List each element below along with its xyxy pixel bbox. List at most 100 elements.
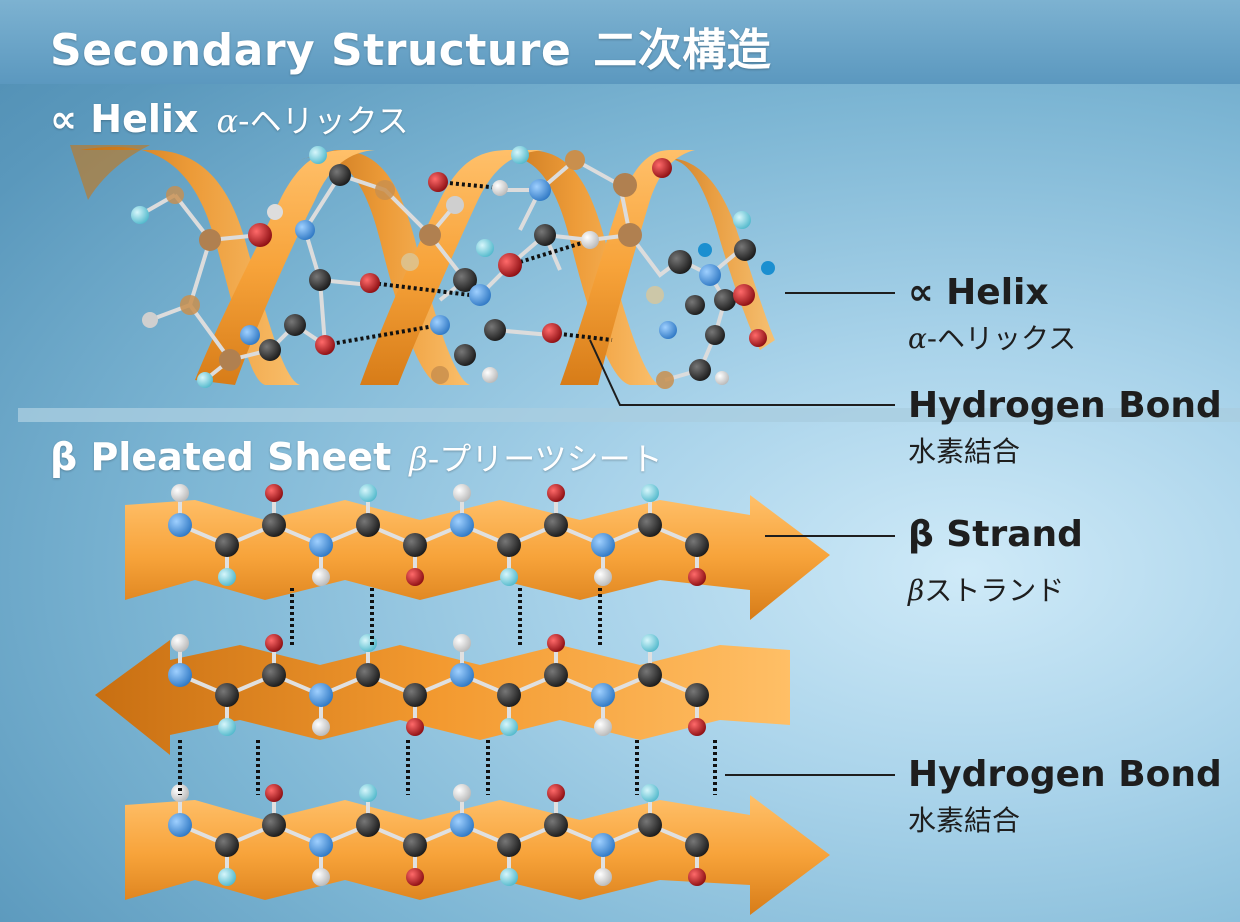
helix-heading-jp-text: -ヘリックス [238, 102, 409, 140]
substituent-atom [453, 634, 471, 652]
substituent-atom [312, 718, 330, 736]
callout-strand-jp: βストランド [908, 569, 1083, 609]
backbone-atom [497, 833, 521, 857]
sheet-heading-jp: β-プリーツシート [409, 440, 662, 478]
backbone-atom [309, 833, 333, 857]
substituent-atom [688, 718, 706, 736]
backbone-atom [215, 833, 239, 857]
callout-hbond-bottom-en: Hydrogen Bond [908, 754, 1222, 795]
substituent-atom [265, 634, 283, 652]
substituent-atom [171, 484, 189, 502]
backbone-atom [215, 533, 239, 557]
backbone-atom [403, 833, 427, 857]
alpha-glyph: α [216, 102, 239, 140]
substituent-atom [406, 868, 424, 886]
backbone-atom [685, 533, 709, 557]
callout-helix-jp-text: -ヘリックス [926, 322, 1077, 355]
substituent-atom [406, 718, 424, 736]
backbone-atom [638, 663, 662, 687]
proportional-symbol: ∝ [50, 97, 78, 141]
callout-helix-jp: α-ヘリックス [908, 317, 1076, 357]
backbone-atom [544, 513, 568, 537]
helix-atom-spheres [131, 146, 775, 389]
substituent-atom [171, 784, 189, 802]
beta-glyph: β [409, 440, 428, 478]
backbone-atom [262, 813, 286, 837]
backbone-atom [685, 833, 709, 857]
backbone-atom [497, 533, 521, 557]
callout-hydrogen-bond-bottom: Hydrogen Bond 水素結合 [908, 754, 1222, 839]
substituent-atom [312, 568, 330, 586]
backbone-atom [591, 833, 615, 857]
backbone-atom [638, 513, 662, 537]
callout-lines [589, 292, 895, 776]
backbone-atom [591, 533, 615, 557]
substituent-atom [594, 868, 612, 886]
beta-symbol: β [50, 435, 78, 479]
substituent-atom [594, 568, 612, 586]
backbone-atom [262, 513, 286, 537]
title-english: Secondary Structure [50, 25, 572, 76]
substituent-atom [171, 634, 189, 652]
section-divider [18, 408, 1240, 422]
backbone-atom [168, 663, 192, 687]
substituent-atom [500, 868, 518, 886]
substituent-atom [359, 784, 377, 802]
substituent-atom [265, 484, 283, 502]
substituent-atom [547, 784, 565, 802]
backbone-atom [685, 683, 709, 707]
backbone-atom [168, 813, 192, 837]
beta-strand-1 [125, 495, 830, 620]
callout-strand-en: β Strand [908, 514, 1083, 555]
title-bar: Secondary Structure 二次構造 [0, 0, 1240, 84]
sheet-heading-jp-text: -プリーツシート [427, 440, 663, 478]
backbone-atom [309, 683, 333, 707]
backbone-atom [215, 683, 239, 707]
substituent-atom [688, 568, 706, 586]
callout-strand-greek: β [908, 574, 925, 607]
backbone-atom [356, 813, 380, 837]
backbone-atom [356, 513, 380, 537]
backbone-atom [544, 813, 568, 837]
callout-hbond-top-en: Hydrogen Bond [908, 385, 1222, 426]
backbone-atom [403, 683, 427, 707]
callout-hbond-bottom-jp: 水素結合 [908, 804, 1021, 837]
substituent-atom [406, 568, 424, 586]
substituent-atom [218, 568, 236, 586]
page-title: Secondary Structure 二次構造 [50, 14, 771, 78]
backbone-atom [403, 533, 427, 557]
backbone-atom [262, 663, 286, 687]
substituent-atom [453, 484, 471, 502]
substituent-atom [218, 718, 236, 736]
substituent-atom [312, 868, 330, 886]
callout-hydrogen-bond-top: Hydrogen Bond 水素結合 [908, 385, 1222, 470]
callout-hbond-top-jp: 水素結合 [908, 435, 1021, 468]
backbone-atom [450, 813, 474, 837]
callout-helix-greek: α [908, 322, 927, 355]
title-japanese: 二次構造 [593, 25, 772, 76]
callout-strand: β Strand βストランド [908, 514, 1083, 609]
substituent-atom [594, 718, 612, 736]
callout-helix-en: ∝ Helix [908, 272, 1049, 313]
substituent-atom [265, 784, 283, 802]
substituent-atom [359, 484, 377, 502]
callout-helix: ∝ Helix α-ヘリックス [908, 272, 1076, 357]
substituent-atom [641, 634, 659, 652]
substituent-atom [218, 868, 236, 886]
helix-heading-en: Helix [90, 97, 199, 141]
backbone-atom [591, 683, 615, 707]
substituent-atom [500, 568, 518, 586]
substituent-atom [547, 634, 565, 652]
backbone-atom [450, 663, 474, 687]
backbone-atom [544, 663, 568, 687]
substituent-atom [359, 634, 377, 652]
substituent-atom [641, 784, 659, 802]
backbone-atom [497, 683, 521, 707]
backbone-atom [309, 533, 333, 557]
helix-hydrogen-bonds [324, 180, 613, 347]
backbone-atom [638, 813, 662, 837]
